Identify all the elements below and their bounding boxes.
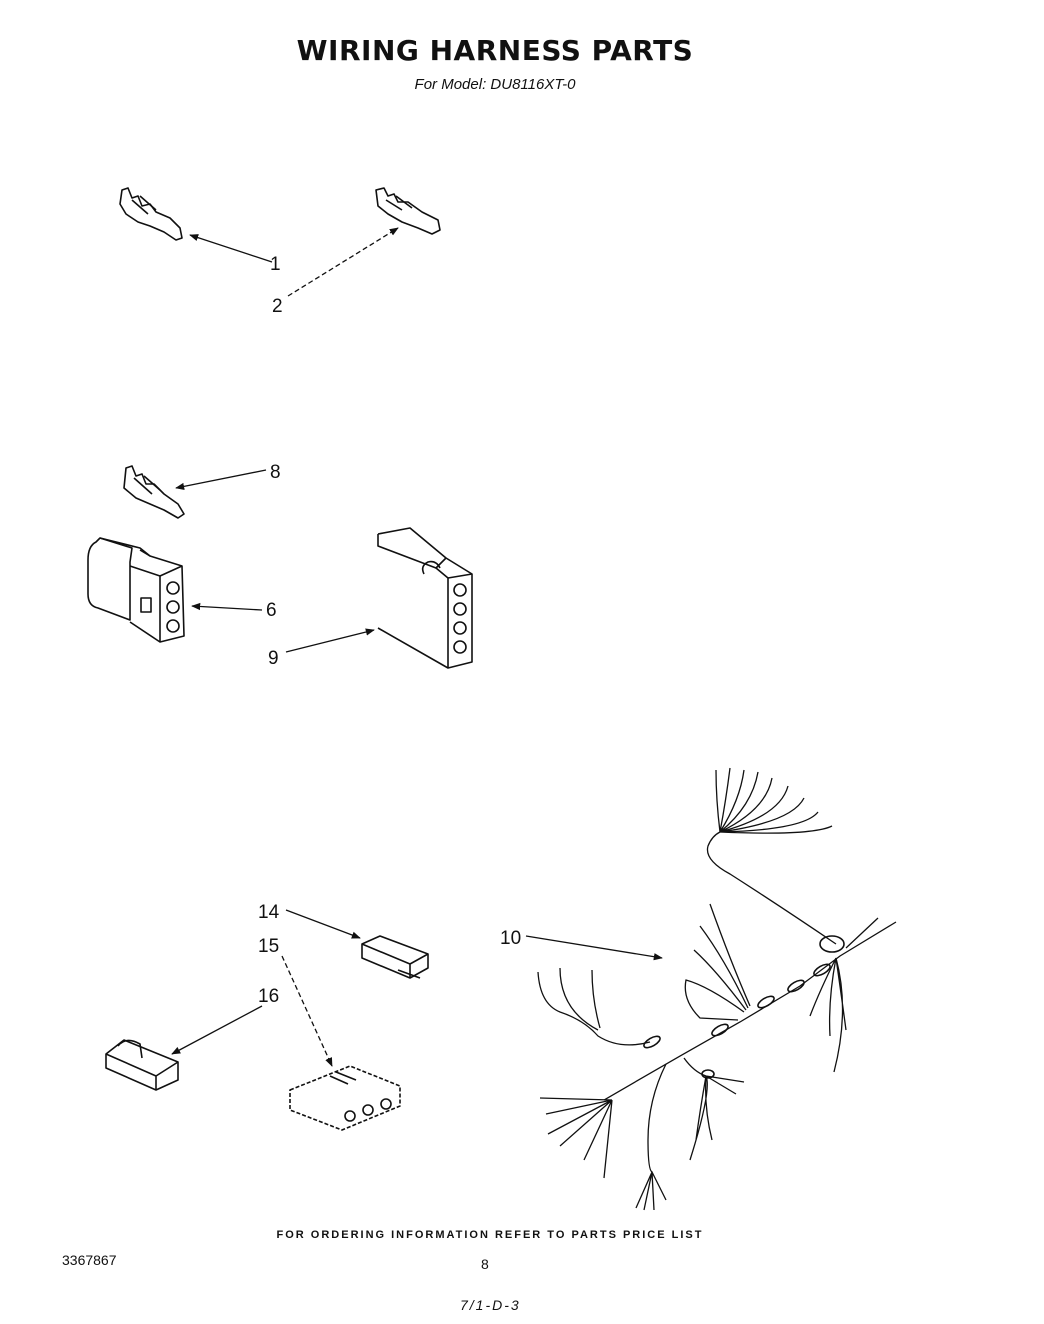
callout-14: 14 bbox=[258, 902, 280, 923]
callout-9: 9 bbox=[268, 648, 279, 669]
callout-2: 2 bbox=[272, 296, 283, 317]
leader-1 bbox=[189, 234, 273, 263]
connector-part-15 bbox=[289, 1065, 401, 1131]
page-title: WIRING HARNESS PARTS bbox=[296, 34, 694, 67]
connector-part-9 bbox=[377, 527, 473, 669]
document-number: 3367867 bbox=[62, 1252, 117, 1268]
leader-9 bbox=[285, 628, 375, 653]
leader-8 bbox=[175, 469, 267, 490]
connector-part-14 bbox=[361, 935, 429, 979]
leader-6 bbox=[191, 602, 263, 611]
connector-part-6 bbox=[87, 537, 185, 643]
terminal-part-2 bbox=[375, 187, 441, 235]
terminal-part-8 bbox=[123, 465, 185, 519]
leader-15 bbox=[281, 955, 333, 1067]
callout-1: 1 bbox=[270, 254, 281, 275]
leader-10 bbox=[525, 935, 663, 961]
callout-15: 15 bbox=[258, 936, 279, 957]
terminal-part-1 bbox=[119, 187, 183, 241]
connector-part-16 bbox=[105, 1039, 179, 1091]
leader-16 bbox=[171, 1005, 263, 1055]
handwritten-code: 7/1-D-3 bbox=[460, 1297, 521, 1313]
page-number: 8 bbox=[481, 1256, 489, 1272]
callout-16: 16 bbox=[258, 986, 279, 1007]
callout-6: 6 bbox=[266, 600, 277, 621]
wiring-harness-part-10 bbox=[537, 767, 897, 1211]
ordering-note: FOR ORDERING INFORMATION REFER TO PARTS … bbox=[276, 1229, 704, 1241]
leader-2 bbox=[287, 227, 399, 297]
model-subtitle: For Model: DU8116XT-0 bbox=[414, 76, 576, 93]
callout-10: 10 bbox=[500, 928, 521, 949]
leader-14 bbox=[285, 909, 361, 939]
callout-8: 8 bbox=[270, 462, 281, 483]
